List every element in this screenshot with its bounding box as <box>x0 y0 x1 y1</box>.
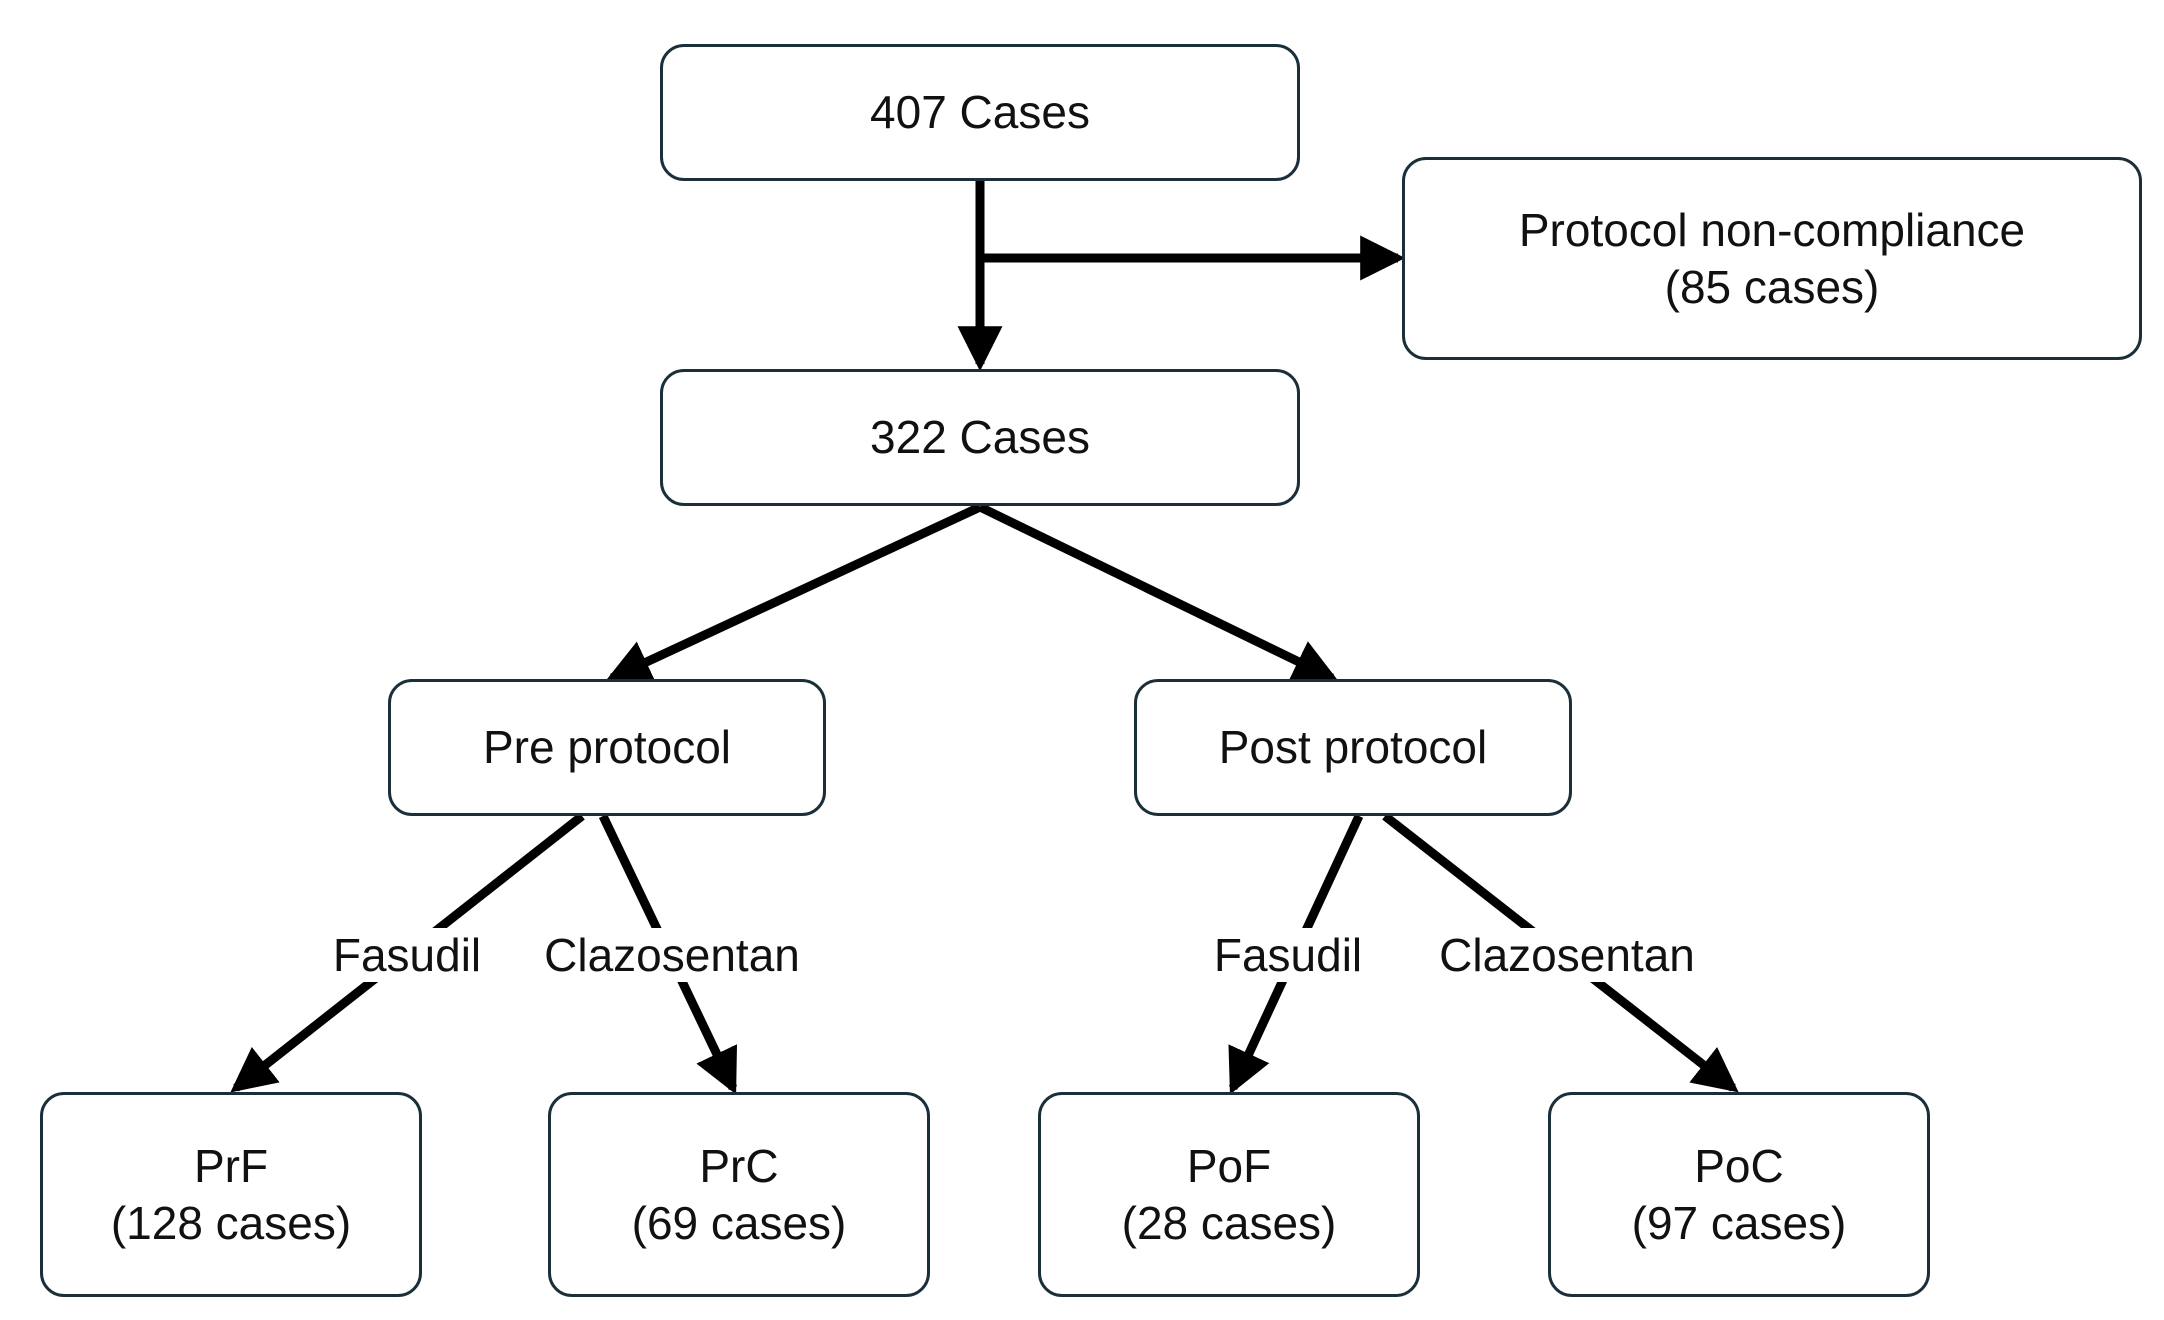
node-included-cases: 322 Cases <box>660 369 1300 506</box>
node-pof: PoF (28 cases) <box>1038 1092 1420 1297</box>
node-prc-count: (69 cases) <box>631 1196 847 1249</box>
node-prf-count: (128 cases) <box>110 1196 352 1249</box>
node-non-compliance-title: Protocol non-compliance <box>1518 204 2026 257</box>
node-pre-protocol-label: Pre protocol <box>482 721 731 774</box>
edge-label-pre-clazosentan: Clazosentan <box>534 928 810 982</box>
node-non-compliance-count: (85 cases) <box>1664 260 1880 313</box>
node-poc-count: (97 cases) <box>1631 1196 1847 1249</box>
node-prf-title: PrF <box>193 1140 269 1193</box>
arrow-included-to-pre <box>605 502 982 683</box>
node-total-cases: 407 Cases <box>660 44 1300 181</box>
edge-label-post-clazosentan: Clazosentan <box>1429 928 1705 982</box>
edge-label-pre-fasudil: Fasudil <box>322 928 492 982</box>
node-protocol-non-compliance: Protocol non-compliance (85 cases) <box>1402 157 2142 360</box>
node-poc: PoC (97 cases) <box>1548 1092 1930 1297</box>
node-post-protocol: Post protocol <box>1134 679 1572 816</box>
node-pre-protocol: Pre protocol <box>388 679 826 816</box>
node-post-protocol-label: Post protocol <box>1218 721 1488 774</box>
node-prc-title: PrC <box>699 1140 779 1193</box>
node-pof-title: PoF <box>1186 1140 1272 1193</box>
node-pof-count: (28 cases) <box>1121 1196 1337 1249</box>
node-poc-title: PoC <box>1694 1140 1784 1193</box>
node-prf: PrF (128 cases) <box>40 1092 422 1297</box>
node-prc: PrC (69 cases) <box>548 1092 930 1297</box>
node-included-cases-label: 322 Cases <box>870 411 1090 464</box>
edge-label-post-fasudil: Fasudil <box>1203 928 1373 982</box>
arrow-included-to-post <box>978 502 1339 683</box>
node-total-cases-label: 407 Cases <box>870 86 1090 139</box>
